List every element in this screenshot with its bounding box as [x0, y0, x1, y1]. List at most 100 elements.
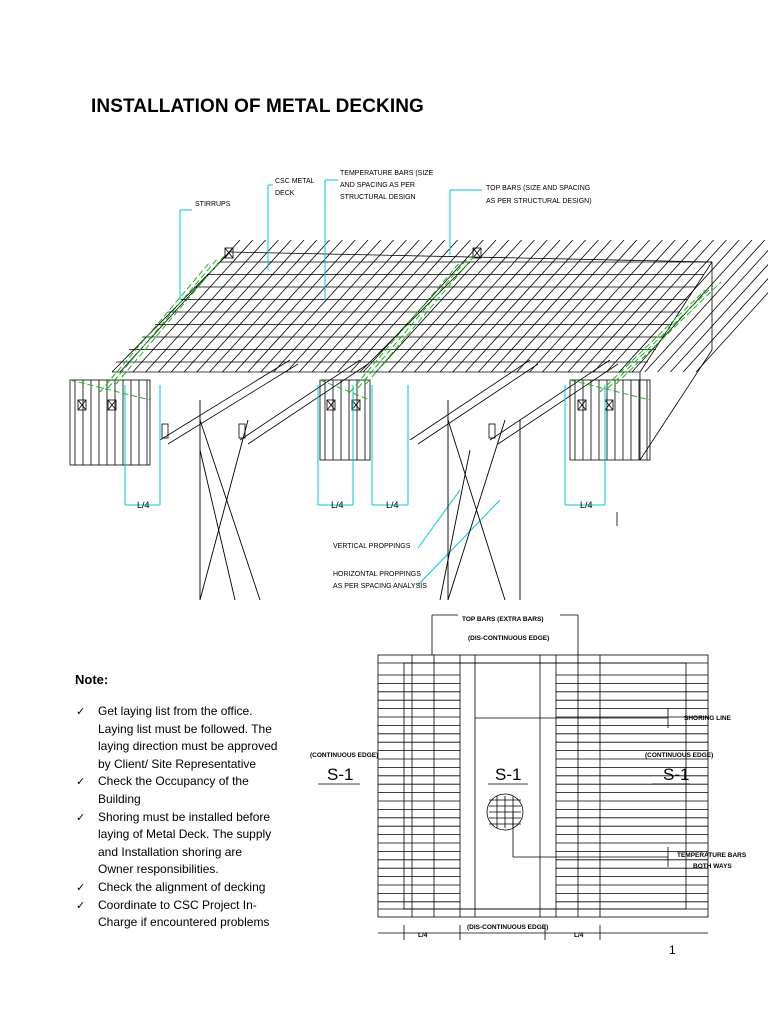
label-temperature-bars-1: TEMPERATURE BARS (SIZE — [340, 170, 434, 177]
stirrup-box — [107, 399, 117, 411]
i-section-icon — [161, 423, 169, 439]
note-item: ✓ Shoring must be installed before laying … — [76, 809, 302, 879]
note-heading: Note: — [75, 672, 109, 687]
page-number: 1 — [669, 943, 676, 957]
joist-line — [239, 359, 361, 441]
label-top-bars-2: AS PER STRUCTURAL DESIGN) — [486, 198, 592, 205]
horizontal-prop — [199, 419, 261, 601]
stirrup-box — [604, 399, 614, 411]
deck-transverse-bar — [618, 239, 740, 373]
label-stirrups: STIRRUPS — [195, 201, 231, 208]
stirrup-dash — [99, 261, 211, 393]
label-deck: DECK — [275, 190, 295, 197]
checkmark-icon: ✓ — [76, 898, 86, 912]
stirrup-box — [351, 399, 361, 411]
leader-line — [417, 489, 461, 549]
note-line: Coordinate to CSC Project In- — [98, 897, 257, 912]
note-line: Charge if encountered problems — [98, 915, 270, 930]
label-discontinuous-edge-bottom: (DIS-CONTINUOUS EDGE) — [467, 924, 548, 931]
stirrup-box — [224, 247, 234, 259]
stirrup-box — [577, 399, 587, 411]
stirrup-dash — [115, 253, 227, 385]
detail-circle — [486, 793, 524, 831]
note-line: and Installation shoring are — [98, 844, 243, 859]
label-horizontal-proppings-1: HORIZONTAL PROPPINGS — [333, 571, 421, 578]
beam-face — [569, 379, 651, 461]
label-s1-left: S-1 — [327, 765, 353, 784]
joist-line — [417, 363, 539, 445]
label-s1-right: S-1 — [663, 765, 689, 784]
note-line: Owner responsibilities. — [98, 862, 219, 877]
stirrup-dash — [349, 261, 461, 393]
label-temperature-bars-plan-1: TEMPERATURE BARS — [677, 852, 747, 859]
stirrup-dash — [69, 379, 151, 401]
stirrup-box — [577, 399, 587, 411]
joist-line — [167, 363, 299, 445]
stirrup-box — [224, 247, 234, 259]
label-l4-2: L/4 — [331, 500, 344, 510]
note-item: ✓ Coordinate to CSC Project In- Charge if … — [76, 897, 302, 932]
note-line: laying direction must be approved — [98, 739, 278, 754]
deck-transverse-bar — [657, 249, 768, 373]
leader-line — [417, 499, 501, 586]
checkmark-icon: ✓ — [76, 880, 86, 894]
beam-face — [69, 379, 151, 466]
stirrup-box — [107, 399, 117, 411]
note-line: Building — [98, 791, 141, 806]
label-horizontal-proppings-2: AS PER SPACING ANALYSIS — [333, 583, 427, 590]
label-top-bars-extra: TOP BARS (EXTRA BARS) — [462, 616, 544, 623]
checkmark-icon: ✓ — [76, 705, 86, 718]
horizontal-prop — [199, 449, 236, 601]
label-l4-plan-right: L/4 — [574, 932, 584, 939]
stirrup-box — [77, 399, 87, 411]
note-item: ✓ Check the alignment of decking — [76, 879, 302, 897]
deck-transverse-bar — [695, 292, 768, 373]
label-l4-3: L/4 — [386, 500, 399, 510]
checkmark-icon: ✓ — [76, 775, 86, 789]
note-line: Get laying list from the office. — [98, 704, 253, 718]
label-l4-plan-left: L/4 — [418, 932, 428, 939]
deck-transverse-bar — [682, 278, 768, 373]
note-line: Check the Occupancy of the — [98, 774, 249, 789]
deck-transverse-bar — [644, 239, 766, 373]
note-item: ✓Get laying list from the office.Laying … — [76, 703, 302, 773]
joist-line — [489, 359, 611, 441]
joist-line — [247, 363, 369, 445]
note-line: Check the alignment of decking — [98, 879, 266, 894]
joist-line — [409, 359, 531, 441]
stirrup-dash — [599, 289, 706, 393]
stirrup-dash — [107, 257, 219, 389]
horizontal-prop — [439, 449, 471, 601]
label-shoring-line: SHORING LINE — [684, 715, 732, 722]
label-continuous-edge-right: (CONTINUOUS EDGE) — [645, 752, 713, 759]
stirrup-box — [77, 399, 87, 411]
label-temperature-bars-plan-2: BOTH WAYS — [693, 863, 732, 870]
deck-mid-edge — [359, 261, 471, 373]
label-s1-center: S-1 — [495, 765, 521, 784]
stirrup-box — [472, 247, 482, 259]
stirrup-box — [326, 399, 336, 411]
checkmark-icon: ✓ — [76, 810, 86, 824]
deck-back-edge — [229, 251, 713, 263]
horizontal-prop — [199, 419, 249, 601]
stirrup-dash — [357, 257, 469, 389]
stirrup-box — [326, 399, 336, 411]
label-l4-4: L/4 — [580, 500, 593, 510]
horizontal-prop — [447, 419, 506, 601]
label-continuous-edge-left: (CONTINUOUS EDGE) — [310, 752, 378, 759]
beam-face — [319, 379, 371, 461]
joist-line — [497, 363, 619, 445]
note-line: Shoring must be installed before — [98, 809, 271, 824]
stirrup-dash — [607, 285, 714, 389]
label-l4-1: L/4 — [137, 500, 150, 510]
note-line: laying of Metal Deck. The supply — [98, 827, 272, 842]
notes-list: ✓Get laying list from the office.Laying … — [76, 703, 302, 932]
stirrup-dash — [365, 253, 477, 385]
page-title: INSTALLATION OF METAL DECKING — [91, 96, 424, 117]
stirrup-dash — [615, 281, 722, 385]
beam-line — [639, 349, 713, 461]
joist-line — [159, 359, 291, 441]
label-temperature-bars-3: STRUCTURAL DESIGN — [340, 194, 416, 201]
